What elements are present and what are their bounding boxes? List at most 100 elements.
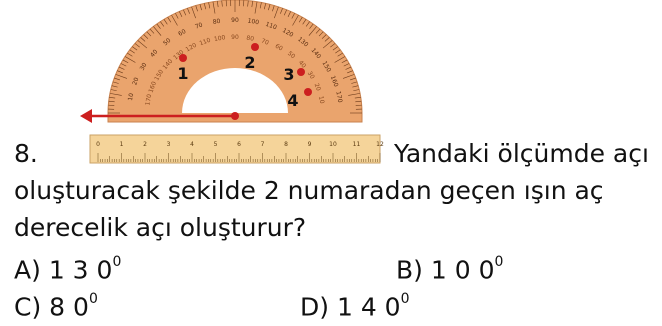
option-d[interactable]: D) 1 4 00 [300, 284, 410, 325]
point-label-2: 2 [244, 53, 255, 72]
protractor-tick [143, 34, 149, 39]
option-c-value: 8 0 [49, 292, 89, 322]
protractor-tick [263, 3, 267, 10]
protractor-tick [109, 96, 116, 99]
protractor-tick [347, 70, 353, 74]
protractor-scale-label: 20 [131, 76, 140, 86]
ruler [89, 134, 381, 164]
protractor-tick [345, 66, 352, 70]
protractor-tick [109, 93, 122, 96]
protractor-tick [179, 11, 183, 17]
protractor-tick [283, 9, 287, 16]
protractor-tick [272, 5, 275, 12]
protractor-tick [183, 9, 187, 16]
option-b-value: 1 0 0 [430, 255, 495, 285]
protractor-tick [305, 21, 310, 27]
protractor-tick [191, 6, 196, 19]
protractor-scale-label: 150 [320, 60, 332, 74]
protractor-tick [203, 3, 207, 10]
protractor-scale-label: 10 [127, 92, 135, 101]
protractor-tick [118, 66, 125, 70]
point-label-3: 3 [283, 65, 294, 84]
option-b[interactable]: B) 1 0 00 [396, 247, 503, 288]
protractor-scale-label: 120 [185, 42, 199, 54]
protractor-tick [302, 19, 307, 25]
protractor-tick [337, 52, 343, 57]
option-d-degree: 0 [400, 291, 410, 307]
protractor-scale-label: 80 [246, 35, 255, 43]
point-2 [251, 43, 259, 51]
point-label-1: 1 [177, 64, 188, 83]
option-c[interactable]: C) 8 00 [14, 284, 98, 325]
protractor-tick [247, 0, 249, 7]
protractor-tick [348, 93, 361, 96]
protractor-tick [212, 1, 216, 14]
question-text-line-1: Yandaki ölçümde açı [394, 139, 649, 168]
protractor-tick [254, 1, 258, 14]
protractor-tick [146, 31, 152, 37]
vertex-point [231, 112, 239, 120]
protractor-tick [124, 56, 136, 63]
point-1 [179, 54, 187, 62]
point-4 [304, 88, 312, 96]
question-number: 8. [14, 139, 38, 168]
point-label-4: 4 [287, 91, 298, 110]
option-c-label: C) [14, 292, 42, 322]
protractor-scale-label: 60 [177, 28, 187, 38]
protractor-scale-label: 30 [306, 70, 316, 80]
ruler-number: 2 [143, 141, 147, 148]
protractor-scale-label: 100 [214, 34, 227, 43]
protractor-ticks [108, 0, 362, 114]
protractor-tick [110, 89, 117, 92]
ruler-number: 11 [353, 141, 361, 148]
protractor-scale-label: 160 [329, 75, 340, 88]
option-d-value: 1 4 0 [336, 292, 401, 322]
protractor-tick [342, 74, 355, 79]
protractor-scale-label: 170 [144, 93, 153, 106]
protractor-tick [318, 31, 324, 37]
protractor-tick [122, 59, 129, 64]
point-3 [297, 68, 305, 76]
protractor-scale-label: 30 [139, 62, 149, 72]
protractor-tick [292, 14, 299, 26]
option-a[interactable]: A) 1 3 00 [14, 247, 121, 288]
protractor-scale-label: 110 [198, 37, 211, 48]
protractor-tick [251, 1, 253, 8]
protractor-tick [221, 0, 223, 7]
protractor-tick [108, 100, 115, 103]
protractor-tick [160, 21, 165, 27]
protractor-tick [334, 56, 346, 63]
protractor-tick [309, 23, 314, 29]
protractor-tick [308, 26, 317, 36]
protractor-tick [129, 49, 135, 54]
protractor-scale-label: 70 [260, 37, 270, 46]
protractor-scale-label: 10 [317, 96, 325, 105]
protractor-tick [163, 19, 168, 25]
protractor-scale-label: 60 [274, 43, 284, 53]
ruler-number: 6 [237, 141, 241, 148]
protractor-tick [287, 11, 291, 17]
ruler-number: 10 [329, 141, 337, 148]
ruler-number: 0 [96, 141, 100, 148]
protractor-tick [208, 2, 211, 9]
protractor-tick [280, 8, 283, 14]
protractor-tick [115, 74, 128, 79]
protractor-tick [352, 85, 359, 88]
protractor-tick [167, 17, 172, 23]
protractor-scale-label: 50 [286, 50, 296, 60]
protractor-tick [111, 85, 118, 88]
ruler-number: 3 [167, 141, 171, 148]
protractor-tick [117, 70, 123, 74]
ruler-number: 4 [190, 141, 194, 148]
protractor-tick [132, 46, 138, 51]
option-b-label: B) [396, 255, 423, 285]
protractor-tick [274, 6, 279, 19]
protractor-tick [156, 23, 161, 29]
protractor-tick [354, 96, 361, 99]
protractor-tick [140, 37, 146, 42]
question-text-line-3: derecelik açı oluşturur? [14, 213, 307, 242]
protractor-tick [134, 43, 140, 48]
